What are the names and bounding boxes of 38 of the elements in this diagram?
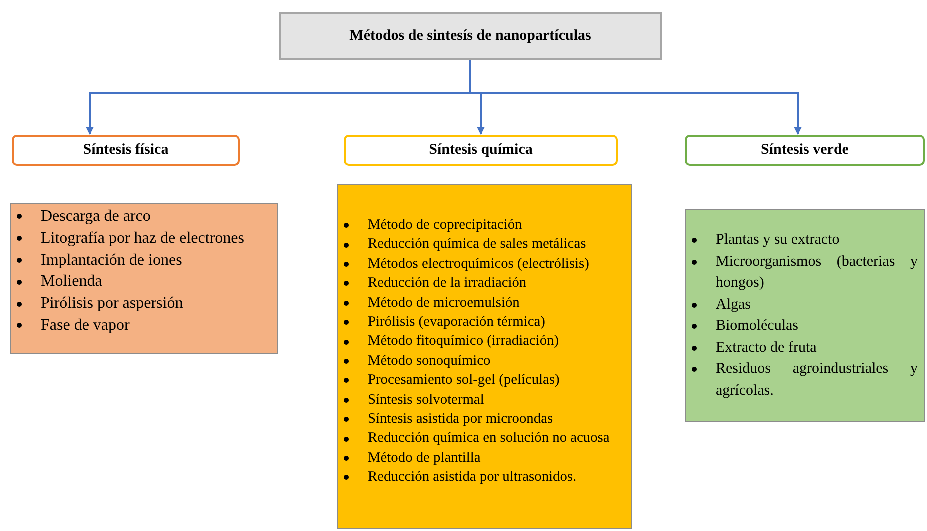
connector-arrow (470, 60, 802, 135)
bullet-item: Reducción química en solución no acuosa (368, 430, 610, 446)
bullet-item: Procesamiento sol-gel (películas) (368, 372, 560, 388)
bullet-item: Método de coprecipitación (368, 217, 522, 233)
bullet-item: Pirólisis por aspersión (41, 295, 184, 312)
list-box (337, 184, 632, 529)
category-box (685, 135, 925, 166)
heading-text: Síntesis física (83, 142, 169, 159)
bullet-item: Reducción química de sales metálicas (368, 236, 586, 252)
bullet-item: Método de microemulsión (368, 294, 520, 311)
heading-text: Métodos de sintesís de nanopartículas (350, 28, 592, 44)
title-box (279, 12, 662, 60)
list-box (10, 203, 278, 354)
bullet-item: Microorganismos (bacterias y hongos) (716, 254, 918, 291)
bullet-item: Método de plantilla (368, 450, 481, 466)
heading-text: Síntesis verde (761, 142, 849, 159)
bullet-item: Reducción de la irradiación (368, 275, 527, 292)
bullet-item: Implantación de iones (41, 252, 182, 269)
bullet-item: Síntesis asistida por microondas (368, 411, 554, 428)
bullet-item: Biomoléculas (716, 318, 798, 334)
bullet-item: Pirólisis (evaporación térmica) (368, 314, 546, 330)
bullet-item: Litografía por haz de electrones (41, 230, 244, 247)
bullet-item: Descarga de arco (41, 208, 151, 225)
category-box (12, 135, 240, 166)
bullet-item: Residuos agroindustriales y agrícolas. (716, 361, 918, 398)
bullet-item: Método fitoquímico (irradiación) (368, 333, 560, 350)
bullet-item: Método sonoquímico (368, 352, 491, 369)
list-box (685, 209, 925, 422)
bullet-item: Métodos electroquímicos (electrólisis) (368, 256, 590, 272)
category-box (344, 135, 618, 166)
bullet-item: Extracto de fruta (716, 340, 817, 356)
bullet-item: Molienda (41, 273, 102, 290)
bullet-item: Fase de vapor (41, 316, 130, 334)
bullet-item: Reducción asistida por ultrasonidos. (368, 469, 577, 486)
heading-text: Síntesis química (429, 142, 533, 159)
bullet-item: Síntesis solvotermal (368, 392, 484, 408)
bullet-item: Algas (716, 296, 751, 312)
bullet-item: Plantas y su extracto (716, 232, 840, 248)
